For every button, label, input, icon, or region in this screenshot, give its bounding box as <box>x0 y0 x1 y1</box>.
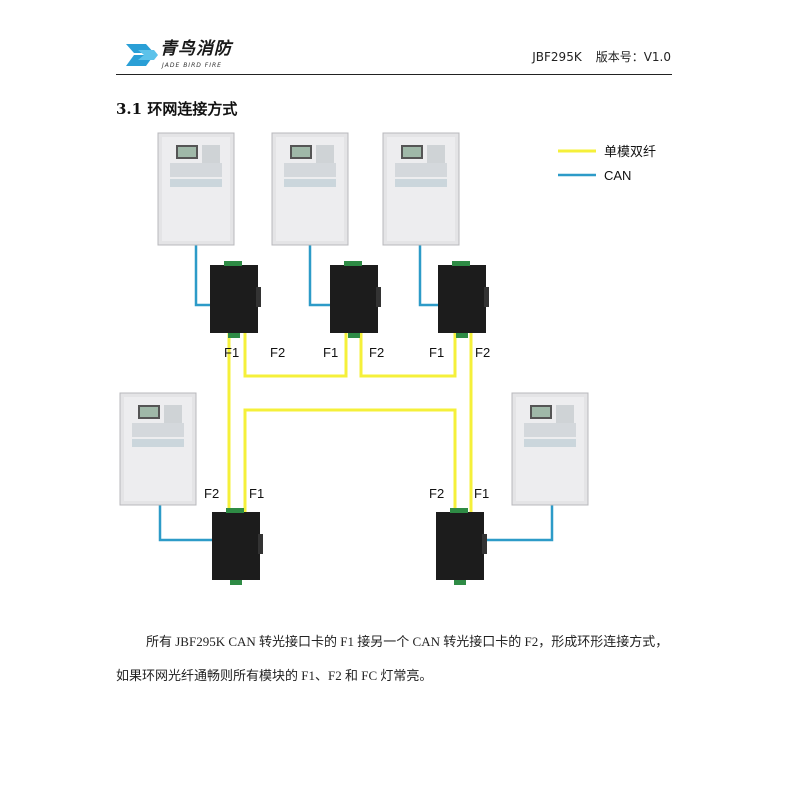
model-number: JBF295K <box>532 50 582 64</box>
legend-can-label: CAN <box>604 168 631 183</box>
control-panel <box>119 392 197 506</box>
port-label-f1: F1 <box>474 486 489 501</box>
can-fiber-converter <box>210 261 261 338</box>
header-divider <box>116 74 672 75</box>
port-label-f2: F2 <box>270 345 285 360</box>
section-title: 3.1 环网连接方式 <box>116 100 238 118</box>
version: 版本号：V1.0 <box>595 50 671 64</box>
fiber-cables <box>227 333 473 512</box>
can-fiber-converter <box>438 261 489 338</box>
port-label-f1: F1 <box>429 345 444 360</box>
port-label-f2: F2 <box>204 486 219 501</box>
legend: 单模双纤 CAN <box>558 144 656 183</box>
port-label-f2: F2 <box>369 345 384 360</box>
can-fiber-converter <box>436 508 487 585</box>
paragraph-line-1: 所有 JBF295K CAN 转光接口卡的 F1 接另一个 CAN 转光接口卡的… <box>146 634 669 649</box>
can-fiber-converter <box>330 261 381 338</box>
header-info: JBF295K 版本号：V1.0 <box>518 50 671 64</box>
port-label-f2: F2 <box>429 486 444 501</box>
paragraph-line-2: 如果环网光纤通畅则所有模块的 F1、F2 和 FC 灯常亮。 <box>116 668 433 683</box>
port-label-f1: F1 <box>224 345 239 360</box>
jade-bird-logo-icon <box>126 44 158 66</box>
legend-fiber-label: 单模双纤 <box>604 144 656 159</box>
can-cables <box>158 245 554 542</box>
port-label-f1: F1 <box>249 486 264 501</box>
logo-text: 青鸟消防 <box>160 39 232 59</box>
control-panel <box>157 132 235 246</box>
control-panel <box>511 392 589 506</box>
control-panel <box>271 132 349 246</box>
can-fiber-converter <box>212 508 263 585</box>
control-panel <box>382 132 460 246</box>
port-label-f2: F2 <box>475 345 490 360</box>
logo-subtext: JADE BIRD FIRE <box>162 62 222 69</box>
port-label-f1: F1 <box>323 345 338 360</box>
